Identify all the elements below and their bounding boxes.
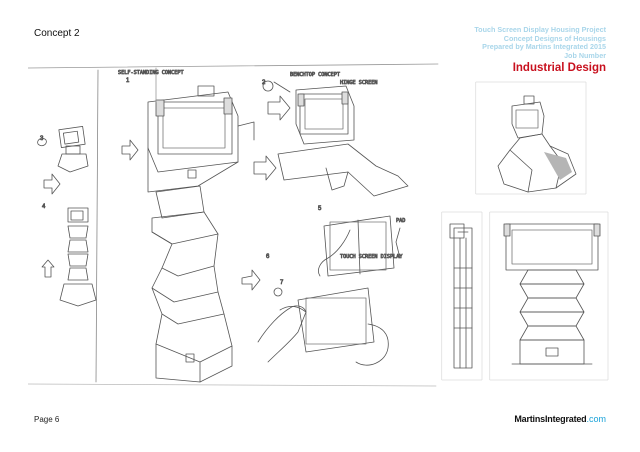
hands-sketch [241,215,401,366]
concept-title: Concept 2 [34,28,80,39]
main-sketch-sheet: 1 2 3 4 5 6 7 SELF-STANDING CONCEPT BENC… [28,63,439,387]
note-self-standing: SELF-STANDING CONCEPT [118,70,184,76]
perspective-render-sketch [475,81,587,195]
project-title: Touch Screen Display Housing Project [474,25,606,34]
step-number-3: 3 [40,136,44,142]
step-number-1: 1 [126,78,130,84]
benchtop-sketch [253,80,409,197]
note-pad: PAD [396,218,405,224]
self-standing-column-sketch [121,67,255,383]
project-subtitle: Concept Designs of Housings [503,33,606,43]
page-number: Page 6 [34,415,60,424]
job-number: Job Number [564,50,606,60]
step-number-5: 5 [318,206,322,212]
sketch-area: 1 2 3 4 5 6 7 SELF-STANDING CONCEPT BENC… [28,62,612,392]
note-benchtop: BENCHTOP CONCEPT [290,72,340,78]
step-number-2: 2 [262,80,266,86]
note-hinge-screen: HINGE SCREEN [340,80,377,86]
mini-stand-sketch [37,126,97,307]
note-touch-screen: TOUCH SCREEN DISPLAY [340,254,403,260]
section-title: Industrial Design [512,62,606,75]
side-elevation-sketch [441,211,483,381]
prepared-by: Prepared by Martins Integrated 2015 [482,42,606,52]
step-number-7: 7 [280,280,284,286]
step-number-6: 6 [266,254,270,260]
project-header: Touch Screen Display Housing Project Con… [376,25,606,75]
step-number-4: 4 [42,204,46,210]
pencil-sketches: 1 2 3 4 5 6 7 SELF-STANDING CONCEPT BENC… [28,63,609,387]
brand-domain: .com [586,414,606,424]
brand-name: MartinsIntegrated [514,414,587,424]
front-elevation-sketch [489,211,609,381]
brand-logo: MartinsIntegrated.com [514,414,606,424]
